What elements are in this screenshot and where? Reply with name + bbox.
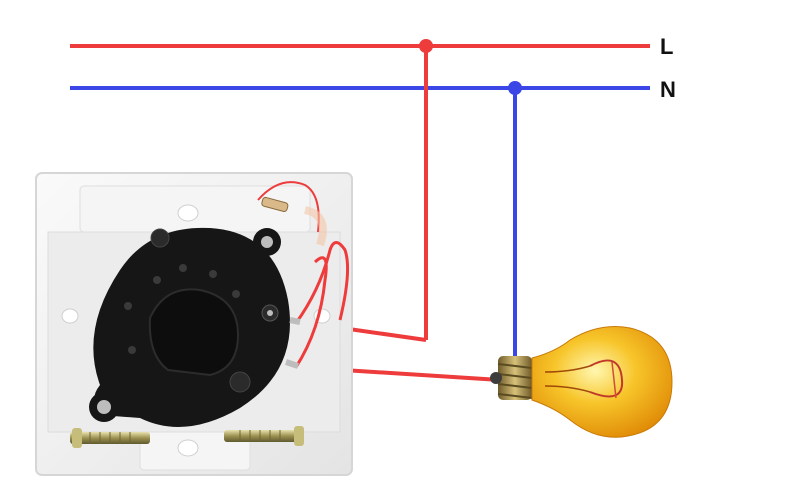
mounting-screw-icon [70, 428, 150, 448]
bulb-glass [531, 326, 673, 438]
dimmer-label-mark [229, 371, 251, 393]
plate-left-hole [61, 308, 79, 324]
rotary-dimmer-switch-icon [89, 227, 290, 427]
neutral-label: N [660, 77, 676, 102]
dimmer-knob-socket [148, 288, 240, 377]
live-junction-dot [419, 39, 433, 53]
light-bulb-icon [490, 326, 673, 438]
plate-top-hole [177, 204, 199, 222]
bulb-base [490, 356, 533, 400]
mounting-screw-icon-right [224, 426, 304, 446]
live-label: L [660, 34, 673, 59]
neutral-junction-dot [508, 81, 522, 95]
switch-terminal-wires [257, 181, 350, 369]
bulb-filament [544, 359, 624, 399]
plate-bottom-hole [177, 439, 199, 457]
dimmer-switch [35, 172, 353, 476]
